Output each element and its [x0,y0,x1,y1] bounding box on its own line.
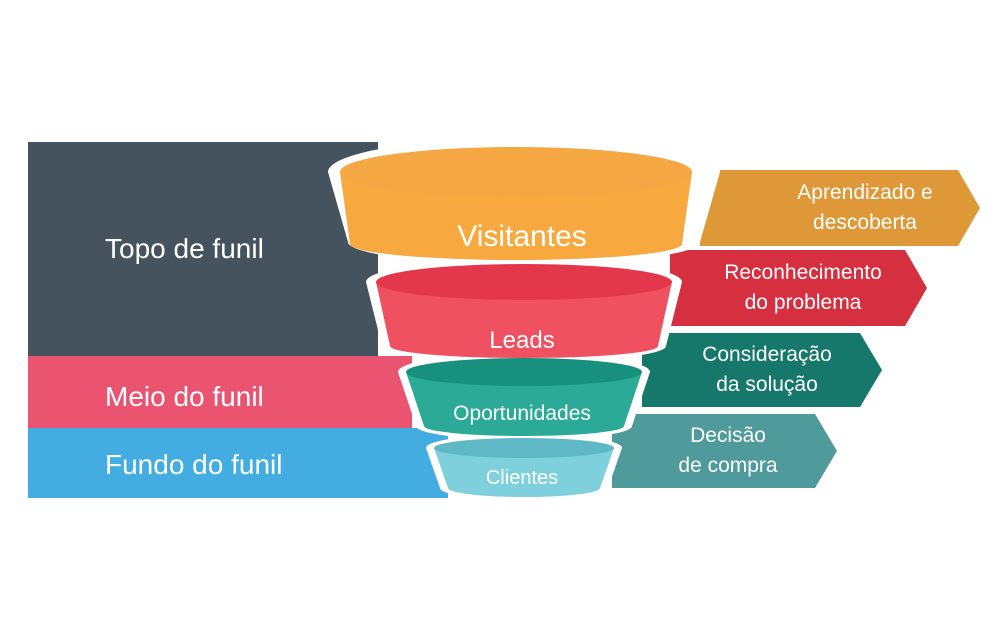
funnel-segment-leads [376,282,672,358]
band-topo [28,142,378,356]
funnel-label-visitantes: Visitantes [457,220,587,253]
funnel-segment-oportunidades [406,372,642,436]
stage-line-1: Consideração [702,343,832,366]
funnel-segment-visitantes [340,172,692,260]
stage-arrow-aprendizado [700,170,980,246]
stage-label-reconhecimento: Reconhecimento do problema [724,258,882,318]
stage-line-1: Decisão [690,424,766,447]
stage-line-2: de compra [678,454,778,477]
stage-label-decisao: Decisão de compra [678,421,777,481]
funnel-top-visitantes [340,147,692,197]
band-label-topo: Topo de funil [105,233,264,264]
stage-line-2: do problema [744,291,862,314]
band-label-fundo: Fundo do funil [105,449,283,480]
stage-arrow-reconhecimento [670,250,927,326]
funnel-label-clientes: Clientes [485,467,559,489]
funnel-label-oportunidades: Oportunidades [453,402,591,425]
stage-label-consideracao: Consideração da solução [702,340,832,400]
band-fundo [28,428,448,498]
funnel-top-clientes [434,438,614,458]
band-meio [28,356,412,428]
stage-arrow-consideracao [642,333,882,407]
stage-line-2: descoberta [813,211,917,234]
funnel-segment-clientes [434,448,614,497]
stage-label-aprendizado: Aprendizado e descoberta [797,178,932,238]
funnel-top-leads [376,264,672,300]
stage-arrow-decisao [612,414,837,488]
stage-line-1: Aprendizado e [797,181,933,204]
funnel-label-leads: Leads [489,327,555,354]
stage-line-1: Reconhecimento [724,261,882,284]
stage-line-2: da solução [716,373,818,396]
band-label-meio: Meio do funil [105,381,264,412]
funnel-top-oportunidades [406,358,642,386]
